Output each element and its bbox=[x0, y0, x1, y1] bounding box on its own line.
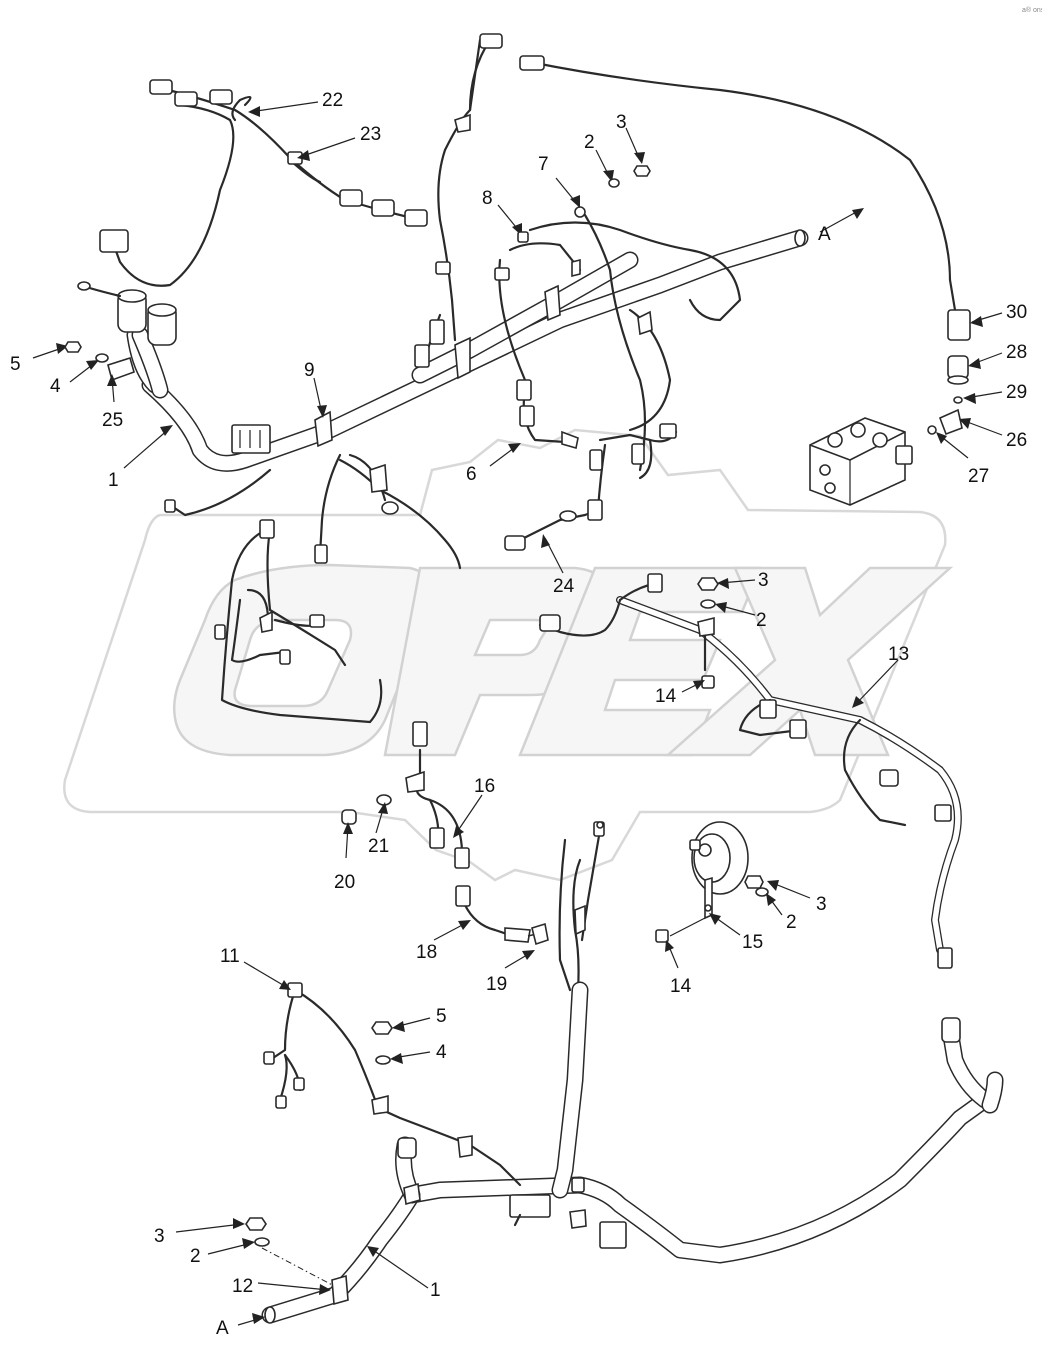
horn-15 bbox=[655, 821, 769, 943]
callout-7: 7 bbox=[538, 154, 549, 175]
callout-3-middle: 3 bbox=[758, 570, 769, 591]
callout-labels: 22 23 3 2 7 8 A 30 28 29 26 27 5 4 25 9 … bbox=[10, 90, 1027, 1339]
watermark-logo bbox=[63, 428, 954, 882]
watermark-gear-outline bbox=[63, 428, 947, 882]
upper-top-wiring bbox=[414, 33, 957, 512]
callout-5-top: 5 bbox=[10, 354, 21, 375]
lower-branch-wires bbox=[558, 821, 605, 992]
callout-24: 24 bbox=[553, 576, 575, 597]
callout-28: 28 bbox=[1006, 342, 1027, 363]
callout-12: 12 bbox=[232, 1276, 253, 1297]
callout-25: 25 bbox=[102, 410, 123, 431]
leader-lines bbox=[32, 101, 1003, 1326]
item-24-sensor-lead bbox=[504, 499, 603, 551]
callout-2-horn: 2 bbox=[786, 912, 797, 933]
callout-2-lower: 2 bbox=[190, 1246, 201, 1267]
watermark-letter-x bbox=[664, 566, 954, 757]
callout-19: 19 bbox=[486, 974, 507, 995]
callout-14-middle: 14 bbox=[655, 686, 677, 707]
callout-26: 26 bbox=[1006, 430, 1027, 451]
upper-main-harness bbox=[77, 229, 809, 472]
callout-5-lower: 5 bbox=[436, 1006, 447, 1027]
callout-29: 29 bbox=[1006, 382, 1027, 403]
callout-3-horn: 3 bbox=[816, 894, 827, 915]
callout-1-top: 1 bbox=[108, 470, 119, 491]
callout-22: 22 bbox=[322, 90, 343, 111]
item-16-18-leads bbox=[341, 721, 549, 946]
callout-13: 13 bbox=[888, 644, 909, 665]
callout-4-top: 4 bbox=[50, 376, 61, 397]
callout-14-horn: 14 bbox=[670, 976, 692, 997]
lower-main-harness bbox=[245, 981, 1004, 1324]
callout-11: 11 bbox=[220, 946, 240, 967]
callout-6: 6 bbox=[466, 464, 477, 485]
upper-left-branch bbox=[99, 79, 428, 287]
middle-harness-13 bbox=[538, 573, 962, 969]
view-marker-a-top: A bbox=[818, 224, 831, 245]
callout-4-lower: 4 bbox=[436, 1042, 447, 1063]
callout-2-middle: 2 bbox=[756, 610, 767, 631]
corner-mark: a® ons bbox=[1022, 6, 1042, 14]
upper-lower-left-wiring bbox=[164, 453, 462, 724]
callout-23: 23 bbox=[360, 124, 381, 145]
view-marker-a-lower: A bbox=[216, 1318, 229, 1339]
callout-3-top: 3 bbox=[616, 112, 627, 133]
callout-18: 18 bbox=[416, 942, 437, 963]
callout-30: 30 bbox=[1006, 302, 1027, 323]
callout-8: 8 bbox=[482, 188, 493, 209]
callout-1-lower: 1 bbox=[430, 1280, 441, 1301]
callout-15: 15 bbox=[742, 932, 763, 953]
callout-9: 9 bbox=[304, 360, 315, 381]
callout-20: 20 bbox=[334, 872, 355, 893]
callout-16: 16 bbox=[474, 776, 495, 797]
hydraulic-valve-block bbox=[809, 309, 971, 506]
callout-3-lower: 3 bbox=[154, 1226, 165, 1247]
callout-27: 27 bbox=[968, 466, 989, 487]
callout-21: 21 bbox=[368, 836, 389, 857]
callout-2-top: 2 bbox=[584, 132, 595, 153]
